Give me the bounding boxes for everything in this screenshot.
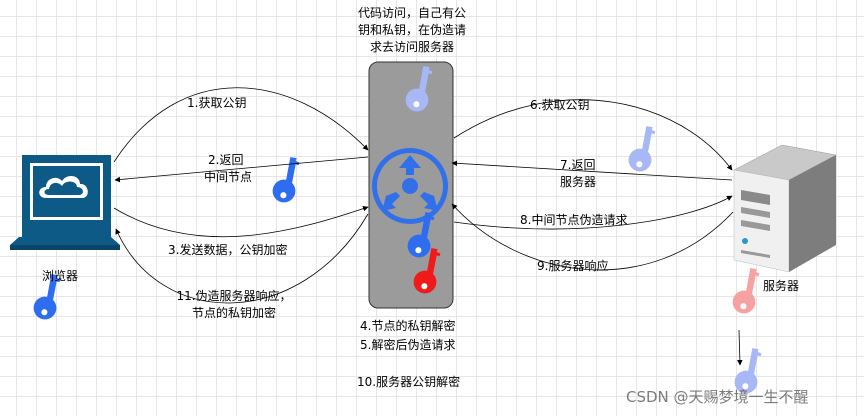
step-3-label: 3.发送数据，公钥加密 [168, 243, 288, 257]
arrow-step-1 [113, 87, 369, 163]
step-9-label: 9.服务器响应 [537, 259, 609, 273]
step-1-label: 1.获取公钥 [187, 96, 247, 110]
step-8-label: 8.中间节点伪造请求 [520, 213, 628, 227]
step-2-label: 2.返回 中间节点 [198, 152, 258, 186]
step-10-label: 10.服务器公钥解密 [357, 375, 461, 389]
arrow-step-11 [115, 213, 369, 304]
arrow-step-9 [451, 203, 734, 271]
step-7-line-2: 服务器 [560, 175, 597, 189]
top-note: 代码访问，自己有公 钥和私钥，在伪造请 求去访问服务器 [352, 5, 472, 56]
step-11-line-1: 11.伪造服务器响应， [176, 289, 292, 303]
server-icon [733, 144, 837, 273]
light-blue-key-icon-server-side [621, 123, 669, 176]
arrow-step-7 [451, 160, 733, 181]
arrow-step-8 [453, 195, 733, 230]
step-5-label: 5.解密后伪造请求 [360, 338, 456, 352]
browser-computer-icon [10, 155, 120, 250]
top-note-line-2: 钥和私钥，在伪造请 [357, 23, 466, 37]
arrow-step-3 [113, 205, 369, 238]
browser-label: 浏览器 [42, 269, 79, 283]
step-2-line-2: 中间节点 [203, 170, 252, 184]
arrow-step-2 [114, 156, 369, 183]
step-11-line-2: 节点的私钥加密 [191, 306, 276, 320]
step-4-label: 4.节点的私钥解密 [360, 319, 456, 333]
step-7-line-1: 7.返回 [560, 158, 596, 172]
arrow-server-key-down [737, 329, 743, 366]
step-7-label: 7.返回 服务器 [560, 157, 596, 191]
watermark: CSDN @天赐梦境一生不醒 [626, 388, 809, 406]
top-note-line-1: 代码访问，自己有公 [357, 6, 466, 20]
server-label: 服务器 [763, 279, 800, 293]
arrow-step-6 [453, 99, 733, 171]
step-2-line-1: 2.返回 [208, 153, 244, 167]
step-6-label: 6.获取公钥 [530, 98, 590, 112]
router-icon [372, 148, 448, 224]
top-note-line-3: 求去访问服务器 [369, 40, 454, 54]
step-11-label: 11.伪造服务器响应， 节点的私钥加密 [168, 288, 300, 322]
